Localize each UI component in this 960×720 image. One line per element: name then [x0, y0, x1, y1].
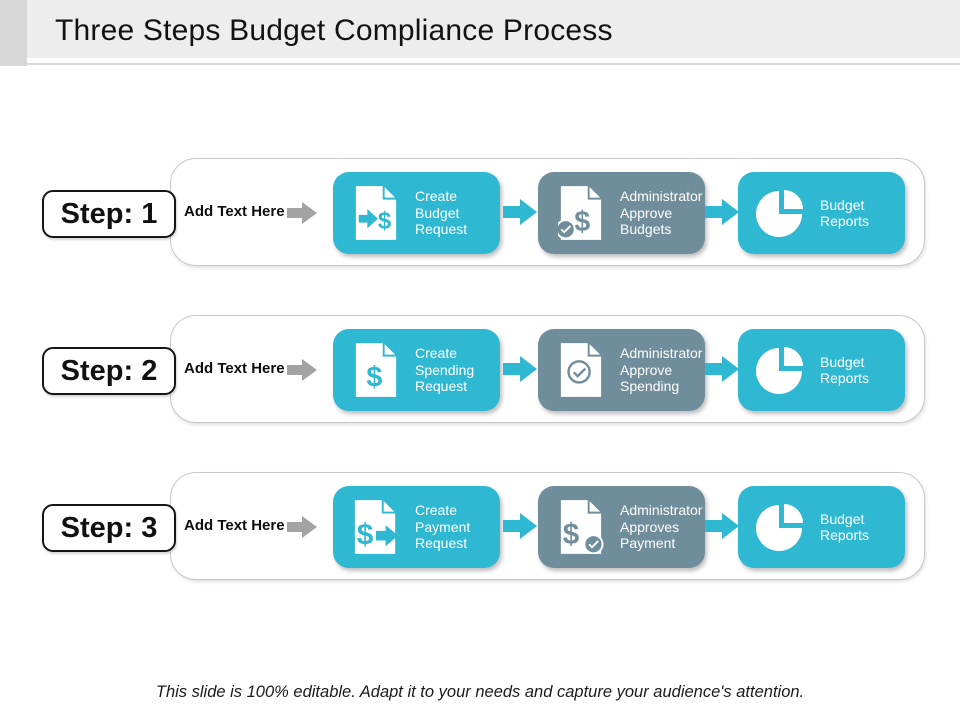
- pie-chart-icon: [756, 347, 803, 394]
- add-text-placeholder[interactable]: Add Text Here: [184, 203, 285, 220]
- footer-note: This slide is 100% editable. Adapt it to…: [155, 683, 805, 701]
- pie-chart-icon: [756, 504, 803, 551]
- gray-arrow-icon: [287, 359, 317, 381]
- step-2-label-box[interactable]: Step: 2: [42, 347, 176, 395]
- process-row-3: Step: 3 Add Text Here $ Create Payment R…: [0, 472, 960, 580]
- create-payment-request-box[interactable]: $ Create Payment Request: [333, 486, 500, 568]
- document-dollar-icon: $: [355, 343, 397, 397]
- step-3-label-box[interactable]: Step: 3: [42, 504, 176, 552]
- document-arrow-dollar-icon: $: [355, 186, 397, 240]
- administrator-approves-payment-box[interactable]: $ Administrator Approves Payment: [538, 486, 705, 568]
- header-accent-bar: [0, 0, 27, 66]
- teal-arrow-icon: [503, 513, 537, 539]
- create-budget-request-box[interactable]: $ Create Budget Request: [333, 172, 500, 254]
- step-1-label-box[interactable]: Step: 1: [42, 190, 176, 238]
- box-label: Budget Reports: [820, 196, 870, 230]
- create-spending-request-box[interactable]: $ Create Spending Request: [333, 329, 500, 411]
- budget-reports-box[interactable]: Budget Reports: [738, 329, 905, 411]
- pie-chart-icon: [756, 190, 803, 237]
- process-row-2: Step: 2 Add Text Here $ Create Spending …: [0, 315, 960, 423]
- svg-text:$: $: [574, 206, 590, 238]
- administrator-approve-spending-box[interactable]: Administrator Approve Spending: [538, 329, 705, 411]
- svg-text:$: $: [563, 518, 580, 551]
- gray-arrow-icon: [287, 202, 317, 224]
- teal-arrow-icon: [705, 513, 739, 539]
- box-label: Create Budget Request: [415, 188, 468, 238]
- teal-arrow-icon: [705, 356, 739, 382]
- budget-reports-box[interactable]: Budget Reports: [738, 172, 905, 254]
- box-label: Administrator Approve Budgets: [620, 188, 703, 238]
- header-underline: [27, 63, 960, 65]
- teal-arrow-icon: [503, 356, 537, 382]
- step-2-label: Step: 2: [60, 354, 158, 387]
- administrator-approve-budgets-box[interactable]: $ Administrator Approve Budgets: [538, 172, 705, 254]
- document-dollar-check-icon: $: [560, 500, 604, 554]
- box-label: Create Spending Request: [415, 345, 475, 395]
- add-text-placeholder[interactable]: Add Text Here: [184, 360, 285, 377]
- document-check-icon: [560, 343, 602, 397]
- page-title: Three Steps Budget Compliance Process: [55, 14, 613, 47]
- step-3-label: Step: 3: [60, 511, 158, 544]
- teal-arrow-icon: [503, 199, 537, 225]
- gray-arrow-icon: [287, 516, 317, 538]
- svg-text:$: $: [357, 518, 374, 551]
- process-row-1: Step: 1 Add Text Here $ Create Budget Re…: [0, 158, 960, 266]
- step-1-label: Step: 1: [60, 197, 158, 230]
- box-label: Create Payment Request: [415, 502, 471, 552]
- box-label: Budget Reports: [820, 353, 870, 387]
- header-band: [27, 0, 960, 58]
- add-text-placeholder[interactable]: Add Text Here: [184, 517, 285, 534]
- document-dollar-arrow-icon: $: [354, 500, 399, 554]
- svg-text:$: $: [378, 207, 391, 234]
- svg-text:$: $: [366, 361, 382, 393]
- box-label: Administrator Approve Spending: [620, 345, 703, 395]
- document-dollar-check-icon: $: [558, 186, 602, 240]
- box-label: Administrator Approves Payment: [620, 502, 703, 552]
- budget-reports-box[interactable]: Budget Reports: [738, 486, 905, 568]
- box-label: Budget Reports: [820, 510, 870, 544]
- teal-arrow-icon: [705, 199, 739, 225]
